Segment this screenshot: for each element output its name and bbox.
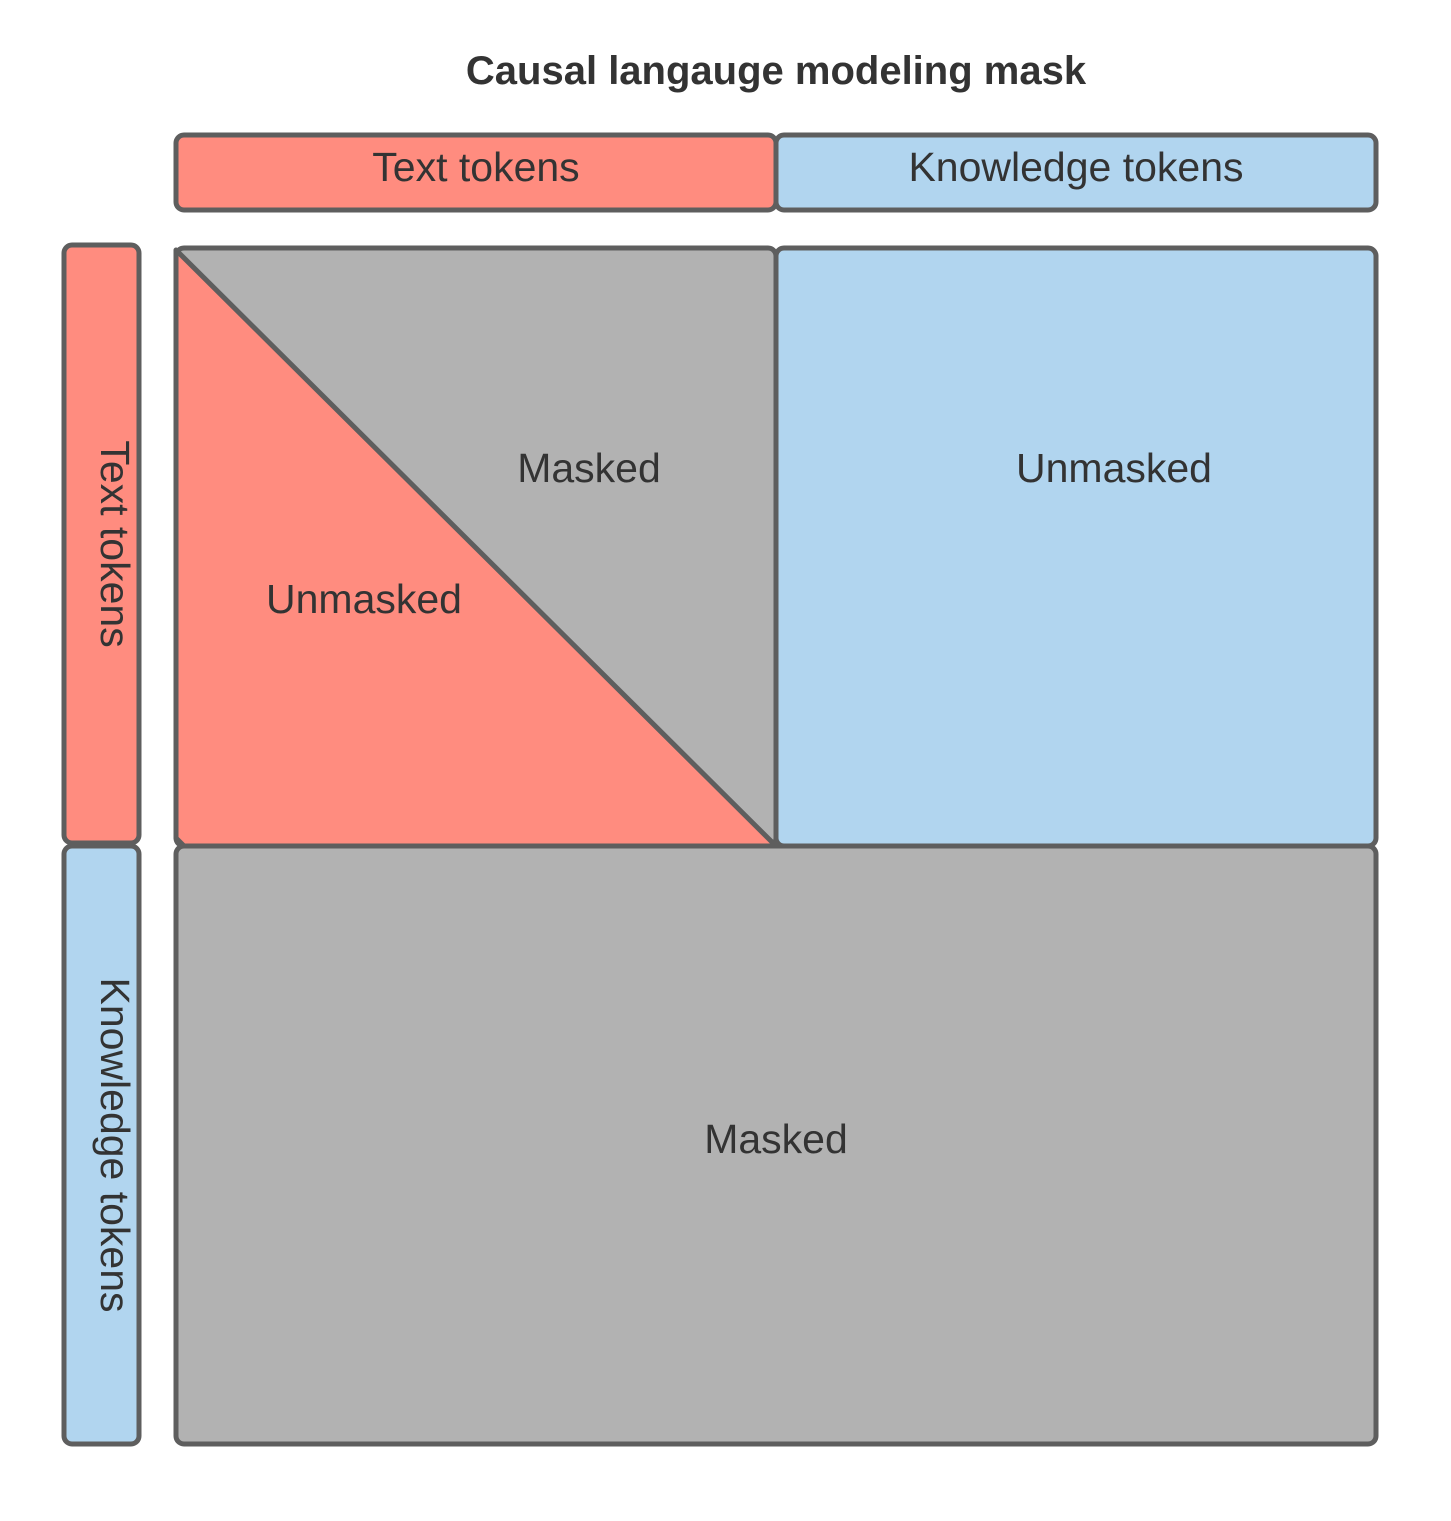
row-header-knowledge-tokens-label: Knowledge tokens: [92, 977, 138, 1312]
row-headers: Text tokens Knowledge tokens: [61, 242, 142, 1447]
diagram-title: Causal langauge modeling mask: [466, 49, 1087, 93]
row-header-text-tokens: [61, 242, 142, 846]
unmasked-lower-triangle-label: Unmasked: [266, 576, 462, 622]
row-header-text-tokens-label: Text tokens: [92, 440, 138, 647]
column-headers: Text tokens Knowledge tokens: [173, 132, 1379, 213]
masked-knowledge-rows-label: Masked: [704, 1116, 848, 1162]
unmasked-knowledge-region: [773, 245, 1379, 849]
masked-upper-triangle-label: Masked: [517, 445, 661, 491]
column-header-text-tokens-label: Text tokens: [372, 144, 579, 190]
quadrant-knowledge-rows: Masked: [173, 843, 1379, 1447]
row-header-knowledge-tokens: [61, 843, 142, 1447]
masked-knowledge-rows-region: [173, 843, 1379, 1447]
quadrant-text-text: Masked Unmasked: [173, 245, 779, 849]
column-header-knowledge-tokens: [773, 132, 1379, 213]
unmasked-knowledge-label: Unmasked: [1016, 445, 1212, 491]
column-header-knowledge-tokens-label: Knowledge tokens: [908, 144, 1243, 190]
quadrant-text-knowledge: Unmasked: [773, 245, 1379, 849]
